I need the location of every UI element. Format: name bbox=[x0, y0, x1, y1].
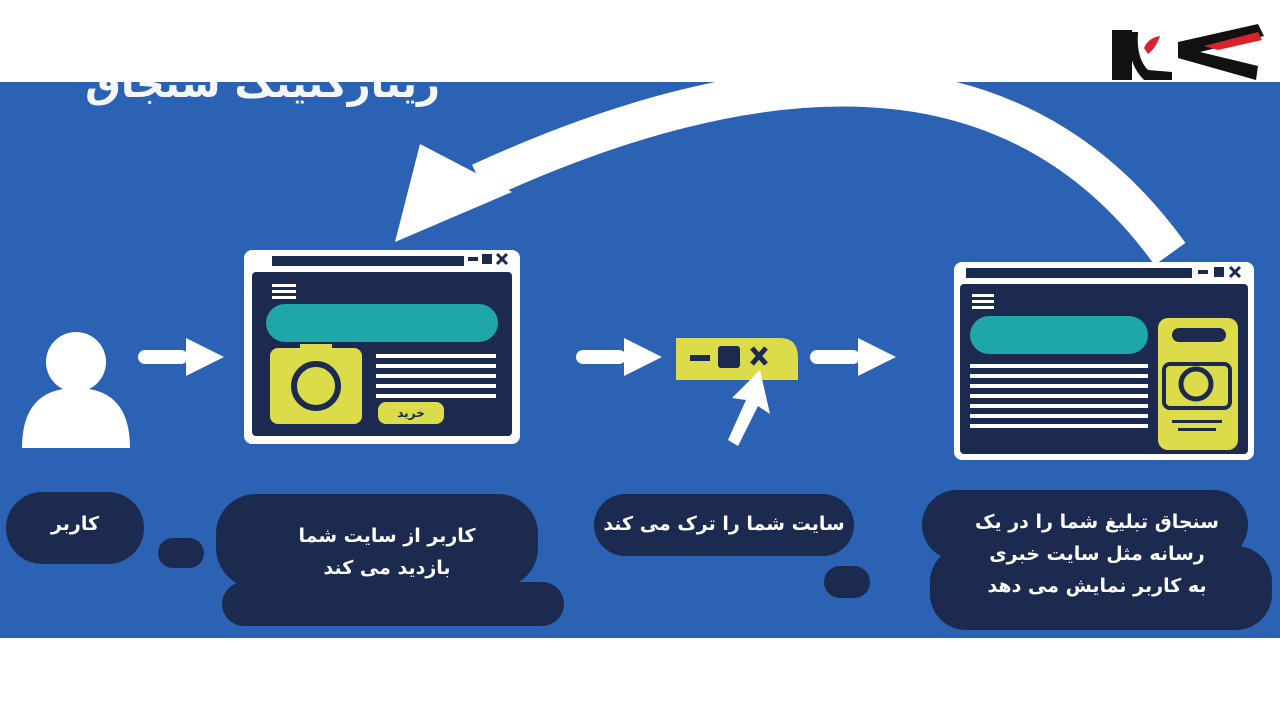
caption-line: به کاربر نمایش می دهد bbox=[987, 575, 1207, 597]
top-bar bbox=[0, 0, 1280, 82]
caption-line: کاربر از سایت شما bbox=[298, 525, 476, 547]
cursor-pointer-icon bbox=[728, 370, 770, 446]
diagram-canvas bbox=[6, 82, 1272, 630]
arrow-site-to-leave bbox=[576, 338, 662, 376]
caption-line: سنجاق تبلیغ شما را در یک bbox=[975, 511, 1219, 533]
caption-line: بازدید می کند bbox=[323, 557, 451, 579]
user-icon bbox=[22, 332, 130, 448]
arrow-user-to-site bbox=[138, 338, 224, 376]
rokna-logo bbox=[1112, 24, 1264, 80]
news-site-ad-icon bbox=[954, 262, 1254, 460]
diagram-panel: ریتارگتینگ سنجاق bbox=[0, 82, 1280, 638]
close-window-icon bbox=[676, 338, 798, 380]
return-arrow bbox=[395, 82, 1186, 266]
caption-bubble-leave bbox=[594, 494, 870, 598]
step-caption-leave: سایت شما را ترک می کند bbox=[603, 513, 845, 535]
step-caption-visit: کاربر از سایت شما بازدید می کند bbox=[226, 520, 548, 590]
caption-bubble-user bbox=[6, 492, 204, 568]
browser-window-icon bbox=[244, 250, 520, 444]
caption-bubble-visit bbox=[216, 494, 564, 626]
step-caption-user: کاربر bbox=[50, 513, 100, 535]
arrow-leave-to-ad bbox=[810, 338, 896, 376]
caption-bubble-ad bbox=[922, 490, 1272, 630]
step-caption-ad: سنجاق تبلیغ شما را در یک رسانه مثل سایت … bbox=[930, 506, 1264, 610]
buy-button-label: خرید bbox=[397, 406, 425, 420]
caption-line: رسانه مثل سایت خبری bbox=[989, 543, 1205, 565]
diagram-title: ریتارگتینگ سنجاق bbox=[85, 82, 440, 107]
